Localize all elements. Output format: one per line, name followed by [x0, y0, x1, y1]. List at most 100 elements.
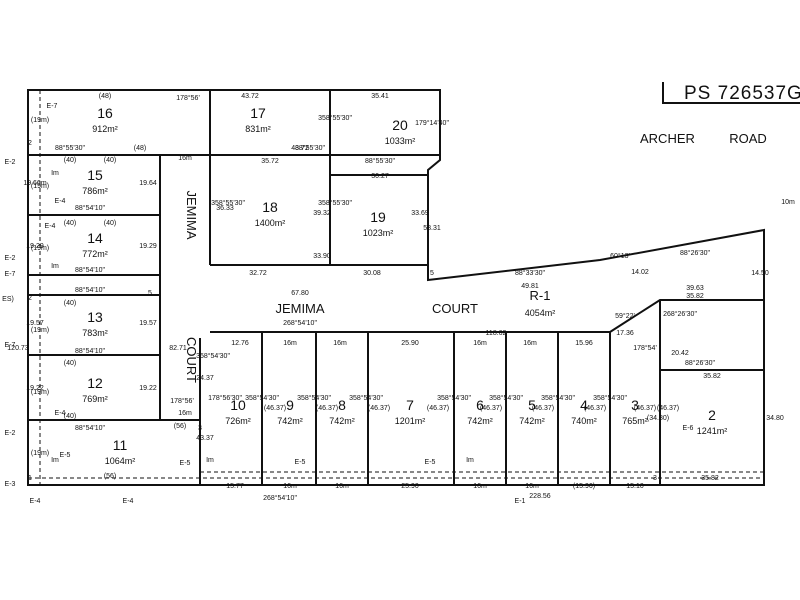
dimension-label: 268°26'30"	[663, 310, 697, 318]
lot-number: 9	[286, 397, 294, 413]
lot-number: 6	[476, 397, 484, 413]
dimension-label: 358°55'30"	[318, 114, 352, 122]
dimension-label: 25.90	[401, 340, 419, 347]
dimension-label: (40)	[104, 157, 116, 164]
lot-area: 1241m²	[697, 426, 728, 436]
dimension-label: 43.37	[196, 435, 214, 442]
road-reserve-label: R-1	[530, 288, 551, 303]
dimension-label: 88°55'30"	[295, 144, 325, 152]
mark-label: (19m)	[31, 327, 49, 334]
lot-number: 13	[87, 309, 103, 325]
dimension-label: (56)	[174, 423, 186, 430]
dimension-label: 43.72	[241, 93, 259, 100]
dimension-label: 88°54'10"	[75, 347, 105, 355]
lot-number: 7	[406, 397, 414, 413]
lot-area: 726m²	[225, 416, 251, 426]
dimension-label: (46.37)	[480, 405, 502, 412]
mark-label: (19m)	[31, 450, 49, 457]
lot-area: 772m²	[82, 249, 108, 259]
dimension-label: 16m	[333, 340, 347, 347]
lot-area: 1064m²	[105, 456, 136, 466]
dimension-label: 43.72	[291, 145, 309, 152]
dimension-label: 88°55'30"	[365, 157, 395, 165]
mark-label: (19m)	[31, 183, 49, 190]
dimension-label: 19.29	[26, 243, 44, 250]
easement-label: E-5	[295, 459, 306, 466]
dimension-label: 228.56	[529, 493, 551, 500]
dimension-label: 15.10	[626, 483, 644, 490]
dimension-label: 35.72	[261, 158, 279, 165]
road-name-word: ARCHER	[640, 131, 695, 146]
dimension-label: (46.37)	[532, 405, 554, 412]
dimension-label: 88°54'10"	[75, 424, 105, 432]
easement-label: E-7	[5, 271, 16, 278]
easement-label: Im	[51, 170, 59, 177]
dimension-label: 88°54'10"	[75, 286, 105, 294]
lot-number: 11	[113, 437, 128, 453]
dimension-label: 88°54'10"	[75, 266, 105, 274]
easement-label: E-7	[5, 342, 16, 349]
easement-label: Im	[51, 457, 59, 464]
lot-area: 742m²	[519, 416, 545, 426]
road-reserve-area: 4054m²	[525, 308, 556, 318]
dimension-label: 358°54'30"	[196, 352, 230, 360]
dimension-label: (46.37)	[427, 405, 449, 412]
dimension-label: 35.82	[703, 373, 721, 380]
dimension-label: 179°14'40"	[415, 119, 449, 127]
dimension-label: 32.72	[249, 270, 267, 277]
lot-number: 10	[230, 397, 246, 413]
dimension-label: 2	[28, 295, 32, 302]
easement-label: ES)	[2, 296, 14, 303]
easement-label: E-3	[5, 481, 16, 488]
dimension-label: (15.96)	[573, 483, 595, 490]
dimension-label: (48)	[99, 93, 111, 100]
dimension-label: (56)	[104, 473, 116, 480]
dimension-label: 5	[148, 290, 152, 297]
plan-number: PS 726537G	[684, 83, 800, 104]
dimension-label: 16m	[473, 340, 487, 347]
easement-label: E-4	[45, 223, 56, 230]
dimension-label: 358°54'30"	[297, 394, 331, 402]
lot-area: 742m²	[329, 416, 355, 426]
dimension-label: 17.36	[616, 330, 634, 337]
easement-label: Im	[206, 457, 214, 464]
dimension-label: (46.37)	[634, 405, 656, 412]
street-label-vertical: COURT	[184, 337, 199, 383]
easement-label: E-7	[47, 103, 58, 110]
dimension-label: (40)	[104, 220, 116, 227]
easement-label: E-4	[30, 498, 41, 505]
lot-area: 765m²	[622, 416, 648, 426]
dimension-label: (46.37)	[584, 405, 606, 412]
dimension-label: 268°54'10"	[283, 319, 317, 327]
dimension-label: (46.37)	[316, 405, 338, 412]
mark-label: 16m	[178, 155, 192, 162]
dimension-label: 30.27	[371, 173, 389, 180]
dimension-label: (40)	[64, 413, 76, 420]
plan-number-box	[662, 82, 800, 104]
dimension-label: 35.82	[686, 293, 704, 300]
lot-area: 783m²	[82, 328, 108, 338]
dimension-label: 268°54'10"	[263, 494, 297, 502]
lot-area: 912m²	[92, 124, 118, 134]
dimension-label: 358°54'30"	[541, 394, 575, 402]
lot-area: 1201m²	[395, 416, 426, 426]
dimension-label: 88°26'30"	[680, 249, 710, 257]
mark-label: 16m	[178, 410, 192, 417]
dimension-label: 16m	[283, 340, 297, 347]
dimension-label: 67.80	[291, 290, 309, 297]
dimension-label: (40)	[64, 220, 76, 227]
easement-label: E-5	[60, 452, 71, 459]
street-label-vertical: JEMIMA	[184, 190, 199, 239]
mark-label: (19m)	[31, 389, 49, 396]
dimension-label: 35.41	[371, 93, 389, 100]
lot-number: 5	[528, 397, 536, 413]
dimension-label: 33.90	[313, 253, 331, 260]
lot-number: 15	[87, 167, 103, 183]
dimension-label: 30.08	[363, 270, 381, 277]
easement-label: Im	[51, 263, 59, 270]
dimension-label: (46.37)	[657, 405, 679, 412]
dimension-label: 35.82	[701, 475, 719, 482]
dimension-label: (40)	[64, 157, 76, 164]
easement-label: E-4	[123, 498, 134, 505]
